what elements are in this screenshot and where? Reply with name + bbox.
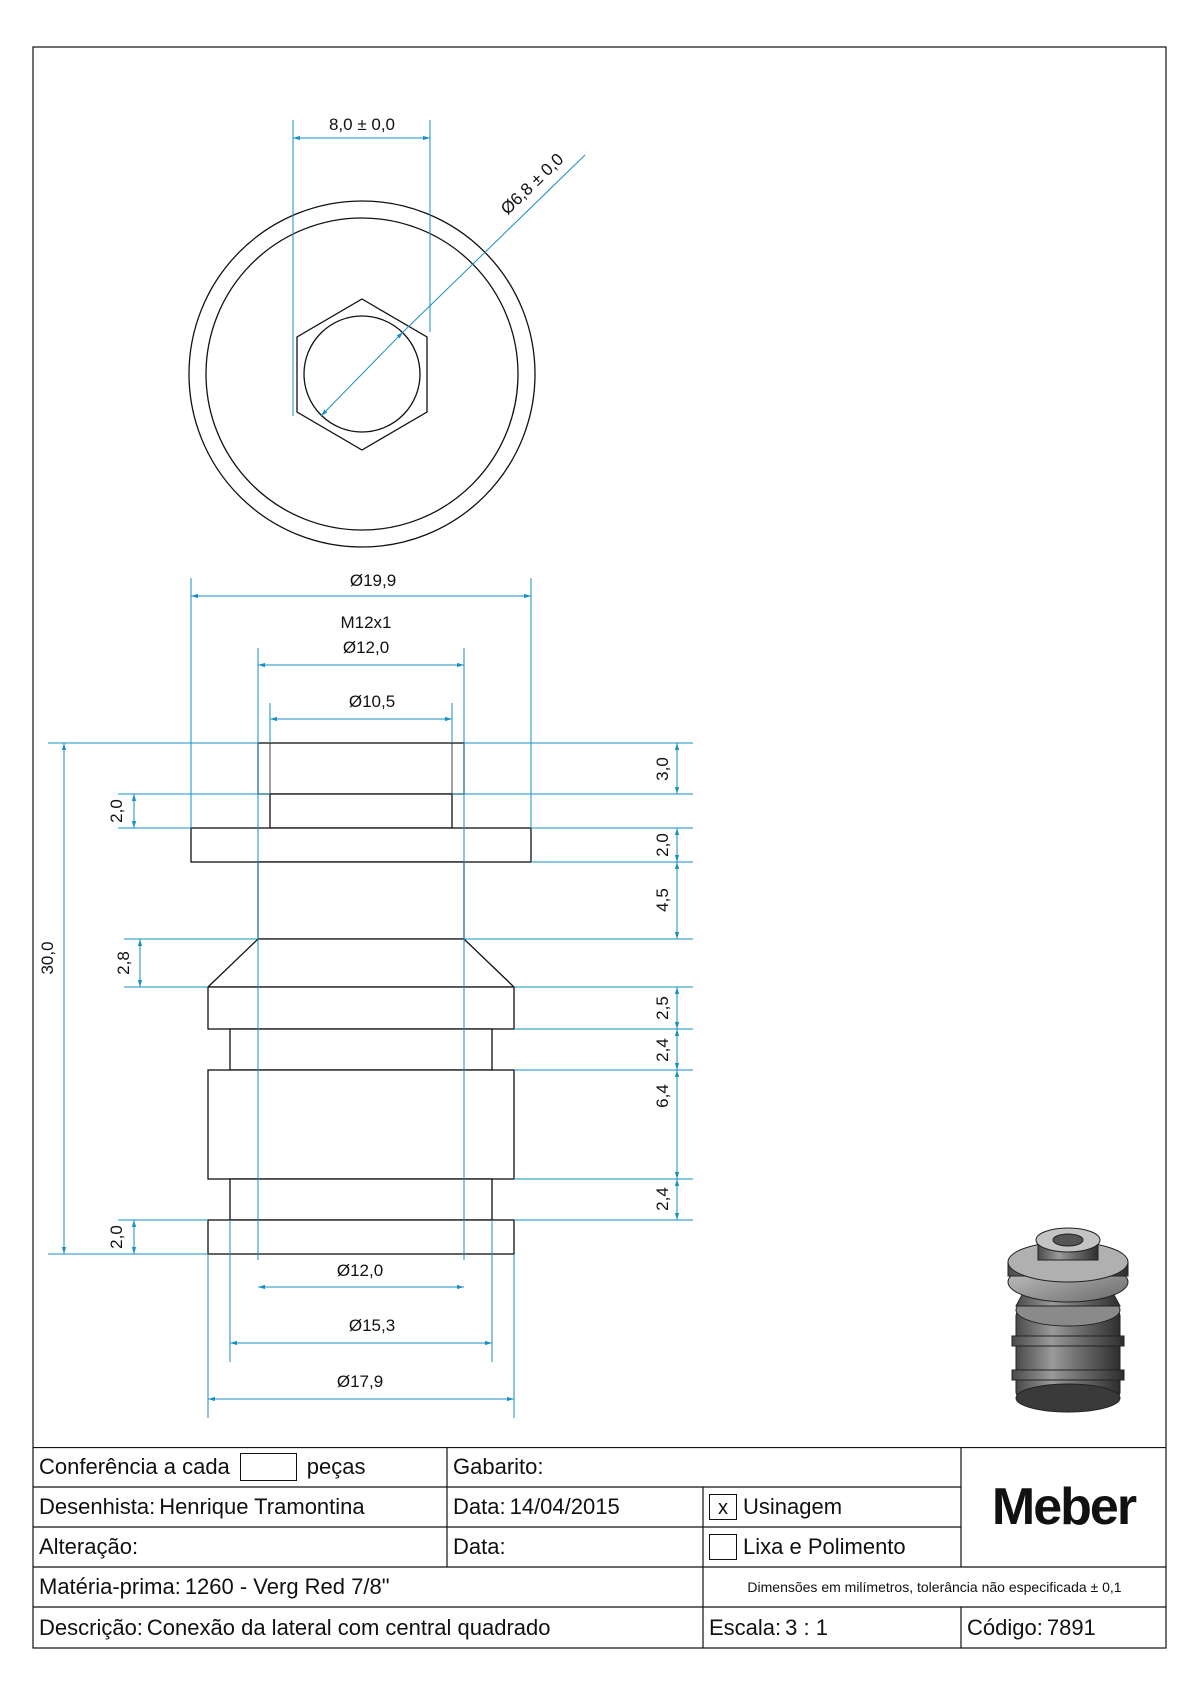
materia-value: 1260 - Verg Red 7/8"	[184, 1574, 390, 1599]
thread-spec-label: M12x1	[340, 613, 391, 632]
alteracao-label: Alteração:	[39, 1534, 139, 1559]
usinagem-checkbox[interactable]: x	[709, 1494, 737, 1520]
bore-diameter-dimension: Ø6,8 ± 0,0	[497, 150, 567, 219]
part-3d-render	[1007, 1227, 1129, 1413]
usinagem-cell: x Usinagem	[703, 1487, 961, 1527]
thread-diameter-dimension: Ø12,0	[343, 638, 389, 657]
lixa-cell: Lixa e Polimento	[703, 1527, 961, 1567]
codigo-cell: Código: 7891	[961, 1607, 1166, 1648]
tolerance-note: Dimensões em milímetros, tolerância não …	[747, 1579, 1122, 1595]
top-view-dimensions	[292, 120, 586, 417]
groove2-height-dimension: 2,4	[653, 1187, 672, 1211]
data1-cell: Data: 14/04/2015	[447, 1487, 703, 1527]
data2-cell: Data:	[447, 1527, 703, 1567]
company-logo: Meber	[961, 1447, 1166, 1567]
flange-diameter-dimension: Ø19,9	[350, 571, 396, 590]
codigo-value: 7891	[1046, 1614, 1096, 1640]
groove1-height-dimension: 2,4	[653, 1038, 672, 1062]
bottom-ring-height-dimension: 2,0	[107, 1225, 126, 1249]
bottom-diameter-2-dimension: Ø15,3	[349, 1316, 395, 1335]
usinagem-label: Usinagem	[743, 1494, 843, 1519]
tolerance-note-cell: Dimensões em milímetros, tolerância não …	[703, 1567, 1166, 1607]
desenhista-label: Desenhista:	[39, 1494, 156, 1519]
cone-height-dimension: 2,8	[114, 951, 133, 975]
hex-width-dimension: 8,0 ± 0,0	[329, 115, 395, 134]
top-view	[188, 200, 536, 548]
title-block: Conferência a cada peças Gabarito: Meber…	[33, 1447, 1166, 1648]
conferencia-cell: Conferência a cada peças	[33, 1447, 447, 1487]
shaft-height-dimension: 4,5	[653, 888, 672, 912]
conferencia-input[interactable]	[239, 1453, 297, 1481]
data2-label: Data:	[453, 1534, 506, 1559]
bottom-diameter-3-dimension: Ø17,9	[337, 1372, 383, 1391]
ring1-height-dimension: 2,5	[653, 996, 672, 1020]
escala-cell: Escala: 3 : 1	[703, 1607, 961, 1648]
materia-cell: Matéria-prima: 1260 - Verg Red 7/8"	[33, 1567, 703, 1607]
top-head-height-dimension: 3,0	[653, 757, 672, 781]
data1-value: 14/04/2015	[509, 1494, 620, 1519]
descricao-label: Descrição:	[39, 1614, 143, 1640]
flange-height-dimension: 2,0	[653, 833, 672, 857]
escala-value: 3 : 1	[785, 1614, 828, 1640]
title-block-grid	[33, 1447, 1166, 1648]
drawing-frame	[32, 46, 1167, 1649]
codigo-label: Código:	[967, 1614, 1043, 1640]
side-view-dimensions	[48, 578, 693, 1418]
escala-label: Escala:	[709, 1614, 782, 1640]
bottom-diameter-1-dimension: Ø12,0	[337, 1261, 383, 1280]
top-neck-height-dimension: 2,0	[107, 799, 126, 823]
side-view	[190, 742, 532, 1255]
descricao-value: Conexão da lateral com central quadrado	[146, 1614, 551, 1640]
lixa-checkbox[interactable]	[709, 1534, 737, 1560]
data1-label: Data:	[453, 1494, 506, 1519]
desenhista-cell: Desenhista: Henrique Tramontina	[33, 1487, 447, 1527]
gabarito-label: Gabarito:	[453, 1454, 544, 1479]
materia-label: Matéria-prima:	[39, 1574, 181, 1599]
desenhista-value: Henrique Tramontina	[159, 1494, 365, 1519]
lixa-label: Lixa e Polimento	[743, 1534, 906, 1559]
alteracao-cell: Alteração:	[33, 1527, 447, 1567]
descricao-cell: Descrição: Conexão da lateral com centra…	[33, 1607, 703, 1648]
inner-diameter-dimension: Ø10,5	[349, 692, 395, 711]
conferencia-suffix: peças	[306, 1454, 366, 1479]
body-height-dimension: 6,4	[653, 1084, 672, 1108]
total-length-dimension: 30,0	[38, 941, 57, 974]
conferencia-label: Conferência a cada	[39, 1454, 230, 1479]
gabarito-cell: Gabarito:	[447, 1447, 961, 1487]
logo-text: Meber	[991, 1478, 1137, 1536]
